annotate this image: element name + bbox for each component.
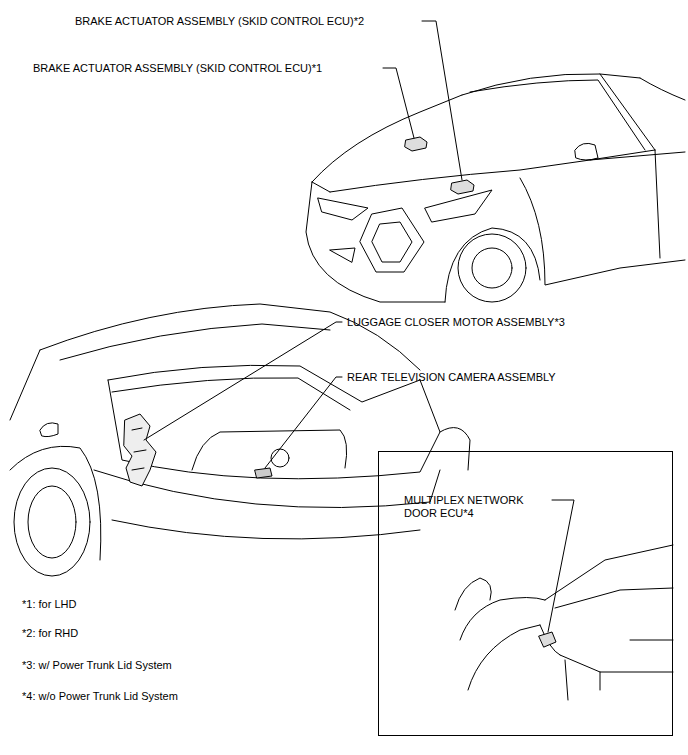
- part-label: MULTIPLEX NETWORK DOOR ECU*4: [404, 494, 554, 520]
- leader-line: [144, 322, 342, 440]
- part-label: BRAKE ACTUATOR ASSEMBLY (SKID CONTROL EC…: [75, 15, 364, 28]
- rear-car: [10, 304, 470, 576]
- leader-line: [422, 21, 462, 180]
- part-label: BRAKE ACTUATOR ASSEMBLY (SKID CONTROL EC…: [33, 62, 322, 75]
- leader-line: [383, 68, 414, 138]
- brake-actuator-lhd: [405, 137, 427, 151]
- rear-camera: [255, 468, 272, 478]
- part-label: REAR TELEVISION CAMERA ASSEMBLY: [347, 371, 556, 384]
- front-car: [306, 74, 685, 302]
- footnote: *1: for LHD: [22, 598, 76, 611]
- luggage-closer-detail: [132, 428, 146, 470]
- multiplex-door-ecu: [539, 632, 556, 647]
- luggage-closer-motor: [124, 414, 156, 486]
- leader-line: [548, 500, 574, 632]
- footnote: *3: w/ Power Trunk Lid System: [22, 659, 172, 672]
- leader-line: [265, 377, 342, 468]
- brake-actuator-rhd: [451, 180, 474, 194]
- part-label: LUGGAGE CLOSER MOTOR ASSEMBLY*3: [347, 316, 565, 329]
- inset-box: MULTIPLEX NETWORK DOOR ECU*4: [378, 451, 673, 736]
- footnote: *4: w/o Power Trunk Lid System: [22, 690, 178, 703]
- inset-detail: [455, 545, 673, 700]
- footnote: *2: for RHD: [22, 627, 78, 640]
